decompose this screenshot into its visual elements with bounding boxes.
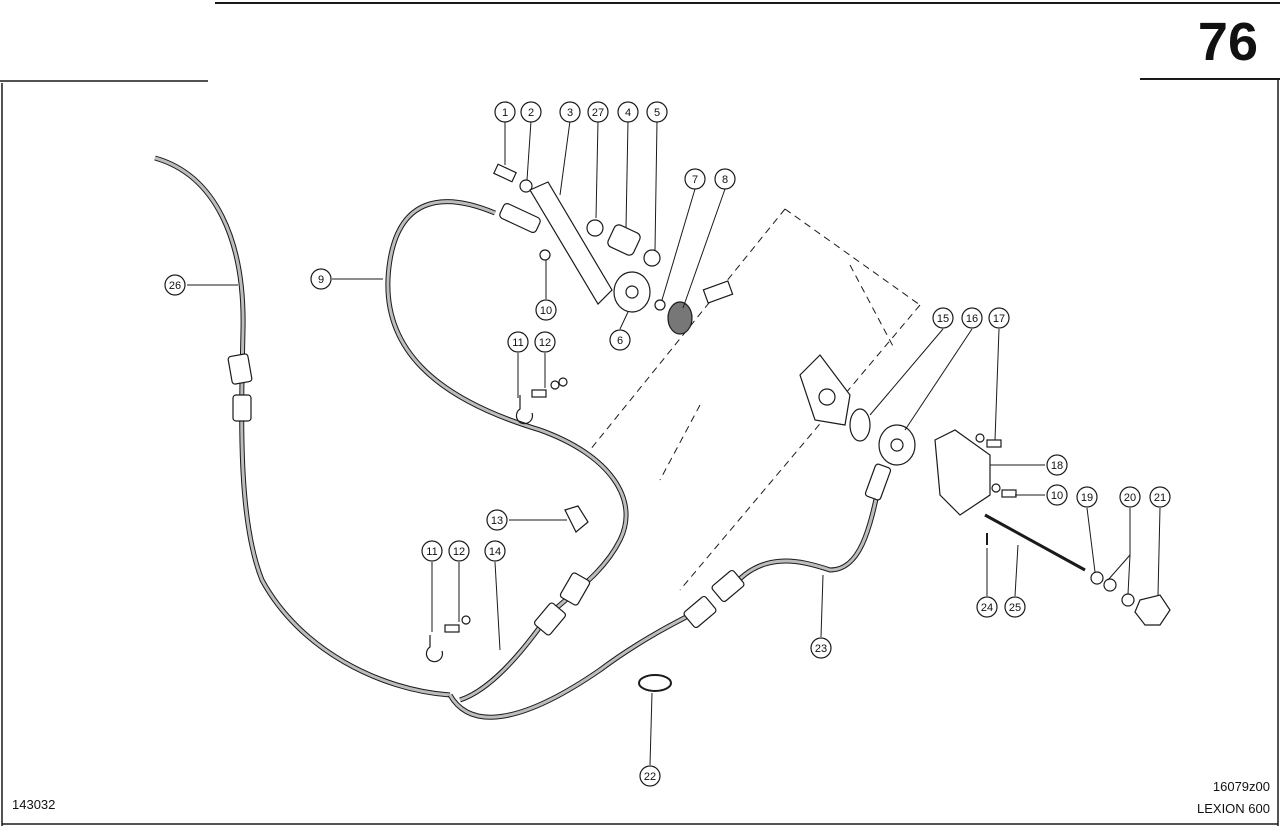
- svg-text:23: 23: [815, 643, 827, 655]
- callout-7: 7: [684, 168, 706, 190]
- svg-text:7: 7: [692, 174, 698, 186]
- callout-20: 20: [1119, 486, 1141, 508]
- callout-22: 22: [639, 765, 661, 787]
- svg-text:22: 22: [644, 771, 656, 783]
- svg-text:21: 21: [1154, 492, 1166, 504]
- callout-11-lower: 11: [421, 540, 443, 562]
- callout-18: 18: [1046, 454, 1068, 476]
- callout-12: 12: [534, 331, 556, 353]
- callout-4: 4: [617, 101, 639, 123]
- svg-text:10: 10: [540, 305, 552, 317]
- parts: [227, 163, 1171, 692]
- callout-24: 24: [976, 596, 998, 618]
- svg-text:27: 27: [592, 107, 604, 119]
- figure-id: 143032: [12, 797, 56, 812]
- svg-text:26: 26: [169, 280, 181, 292]
- svg-text:11: 11: [426, 546, 437, 558]
- callout-12-lower: 12: [448, 540, 470, 562]
- svg-text:9: 9: [318, 274, 324, 286]
- svg-text:16: 16: [966, 313, 978, 325]
- svg-text:1: 1: [502, 107, 508, 119]
- svg-text:20: 20: [1124, 492, 1136, 504]
- callout-14: 14: [484, 540, 506, 562]
- model-name: LEXION 600: [1197, 801, 1270, 816]
- leader-lines: [187, 120, 1161, 766]
- page-number: 76: [1197, 12, 1258, 72]
- callouts: 1 2 3 27 4 5 7 8 6 9 10 11 12 13 14 11 1…: [164, 101, 1171, 787]
- callout-21: 21: [1149, 486, 1171, 508]
- callout-11: 11: [507, 331, 529, 353]
- svg-text:15: 15: [937, 313, 949, 325]
- callout-10: 10: [535, 299, 557, 321]
- callout-1: 1: [494, 101, 516, 123]
- svg-text:11: 11: [512, 337, 523, 349]
- svg-text:8: 8: [722, 174, 728, 186]
- cable-23: [728, 479, 883, 592]
- callout-5: 5: [646, 101, 668, 123]
- callout-16: 16: [961, 307, 983, 329]
- svg-text:17: 17: [993, 313, 1005, 325]
- svg-text:13: 13: [491, 515, 503, 527]
- svg-text:2: 2: [528, 107, 534, 119]
- callout-3: 3: [559, 101, 581, 123]
- svg-text:4: 4: [625, 107, 631, 119]
- svg-text:6: 6: [617, 335, 623, 347]
- svg-text:12: 12: [539, 337, 551, 349]
- callout-13: 13: [486, 509, 508, 531]
- svg-text:19: 19: [1081, 492, 1093, 504]
- svg-text:10: 10: [1051, 490, 1063, 502]
- dashed-reference-lines: [589, 208, 921, 591]
- callout-23: 23: [810, 637, 832, 659]
- cable-26: [154, 155, 702, 720]
- svg-text:18: 18: [1051, 460, 1063, 472]
- callout-15: 15: [932, 307, 954, 329]
- svg-text:24: 24: [981, 602, 993, 614]
- svg-text:3: 3: [567, 107, 573, 119]
- drawing-number: 16079z00: [1212, 779, 1270, 794]
- callout-9: 9: [310, 268, 332, 290]
- svg-text:12: 12: [453, 546, 465, 558]
- callout-10-right: 10: [1046, 484, 1068, 506]
- svg-text:25: 25: [1009, 602, 1021, 614]
- callout-25: 25: [1004, 596, 1026, 618]
- callout-6: 6: [609, 329, 631, 351]
- callout-17: 17: [988, 307, 1010, 329]
- svg-text:14: 14: [489, 546, 501, 558]
- callout-26: 26: [164, 274, 186, 296]
- callout-19: 19: [1076, 486, 1098, 508]
- svg-text:5: 5: [654, 107, 660, 119]
- callout-2: 2: [520, 101, 542, 123]
- callout-8: 8: [714, 168, 736, 190]
- callout-27: 27: [587, 101, 609, 123]
